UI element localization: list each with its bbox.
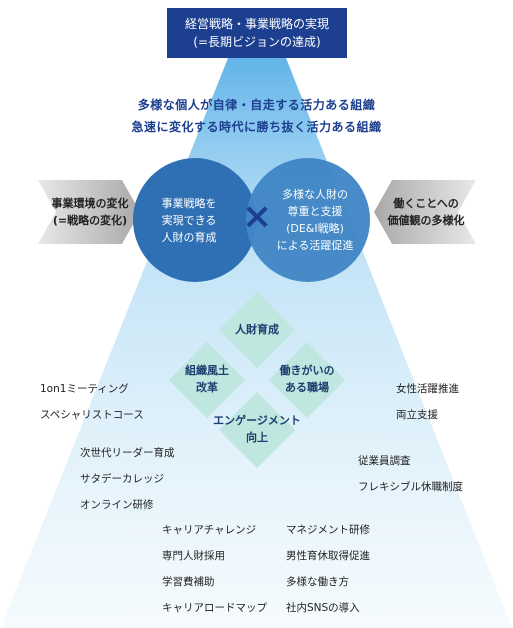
- diamond-top-label: 人財育成: [207, 321, 307, 338]
- list-item: キャリアチャレンジ: [162, 524, 257, 536]
- diversity-circle: 多様な人財の 尊重と支援 (DE&I戦略) による活躍促進: [246, 158, 370, 282]
- list-item: フレキシブル休職制度: [358, 481, 463, 493]
- left-arrow-line: (=戦略の変化): [52, 214, 128, 227]
- diamond-left-line: 組織風土: [185, 364, 229, 377]
- strategy-goal-line2: (=長期ビジョンの達成): [193, 35, 321, 49]
- cross-icon: ×: [242, 196, 273, 237]
- list-item: 女性活躍推進: [396, 383, 459, 395]
- list-item: 次世代リーダー育成: [80, 447, 175, 459]
- list-item: サタデーカレッジ: [80, 473, 164, 485]
- right-arrow-shape: [374, 180, 476, 244]
- circle-left-line: 人財の育成: [161, 230, 217, 244]
- vision-line-2: 急速に変化する時代に勝ち抜く活力ある組織: [131, 120, 382, 134]
- left-arrow-label: 事業環境の変化 (=戦略の変化): [40, 195, 140, 229]
- circle-left-line: 実現できる: [161, 213, 217, 227]
- vision-line-1: 多様な個人が自律・自走する活力ある組織: [137, 98, 376, 112]
- list-item: 多様な働き方: [286, 576, 349, 588]
- list-item: スペシャリストコース: [40, 409, 144, 421]
- list-bottom-right: マネジメント研修 男性育休取得促進 多様な働き方 社内SNSの導入: [286, 517, 370, 621]
- diamond-right-label: 働きがいの ある職場: [257, 362, 357, 396]
- list-item: 社内SNSの導入: [286, 602, 360, 614]
- right-arrow-line: 働くことへの: [393, 197, 459, 210]
- list-item: 学習費補助: [162, 576, 215, 588]
- list-left-lower: 次世代リーダー育成 サタデーカレッジ オンライン研修: [80, 440, 175, 518]
- list-item: 男性育休取得促進: [286, 550, 370, 562]
- diamond-bottom-label: エンゲージメント 向上: [197, 412, 317, 446]
- diamond-top: [218, 291, 296, 369]
- diamond-left: [168, 341, 246, 419]
- list-item: 両立支援: [396, 409, 438, 421]
- diamond-bottom: [218, 391, 296, 469]
- diamond-right: [268, 341, 346, 419]
- list-bottom-left: キャリアチャレンジ 専門人財採用 学習費補助 キャリアロードマップ: [162, 517, 267, 621]
- circle-left-line: 事業戦略を: [161, 196, 217, 210]
- list-item: マネジメント研修: [286, 524, 370, 536]
- left-arrow-line: 事業環境の変化: [51, 197, 129, 210]
- strategy-goal-line1: 経営戦略・事業戦略の実現: [184, 17, 329, 31]
- right-arrow-line: 価値観の多様化: [387, 214, 465, 227]
- list-item: 1on1ミーティング: [40, 383, 129, 395]
- list-item: キャリアロードマップ: [162, 602, 267, 614]
- right-arrow-label: 働くことへの 価値観の多様化: [376, 195, 476, 229]
- left-arrow-shape: [38, 180, 140, 244]
- list-item: 従業員調査: [358, 455, 411, 467]
- diamond-right-line: 働きがいの: [279, 364, 335, 377]
- list-right-lower: 従業員調査 フレキシブル休職制度: [358, 448, 463, 500]
- talent-development-circle: 事業戦略を 実現できる 人財の育成: [133, 158, 257, 282]
- diamond-top-line: 人財育成: [235, 323, 279, 336]
- list-item: 専門人財採用: [162, 550, 225, 562]
- circle-right-line: (DE&I戦略): [286, 222, 344, 235]
- circle-right-line: 尊重と支援: [287, 205, 343, 218]
- list-item: オンライン研修: [80, 499, 154, 511]
- diamond-left-line: 改革: [196, 381, 218, 394]
- list-left-upper: 1on1ミーティング スペシャリストコース: [40, 376, 144, 428]
- diamond-bottom-line: エンゲージメント: [213, 414, 301, 427]
- circle-right-line: 多様な人財の: [282, 188, 348, 201]
- diamond-right-line: ある職場: [285, 381, 329, 394]
- diamond-left-label: 組織風土 改革: [157, 362, 257, 396]
- strategy-goal-box: 経営戦略・事業戦略の実現 (=長期ビジョンの達成): [167, 8, 347, 58]
- circle-right-line: による活躍促進: [276, 239, 354, 252]
- list-right-upper: 女性活躍推進 両立支援: [396, 376, 459, 428]
- diamond-bottom-line: 向上: [246, 431, 268, 444]
